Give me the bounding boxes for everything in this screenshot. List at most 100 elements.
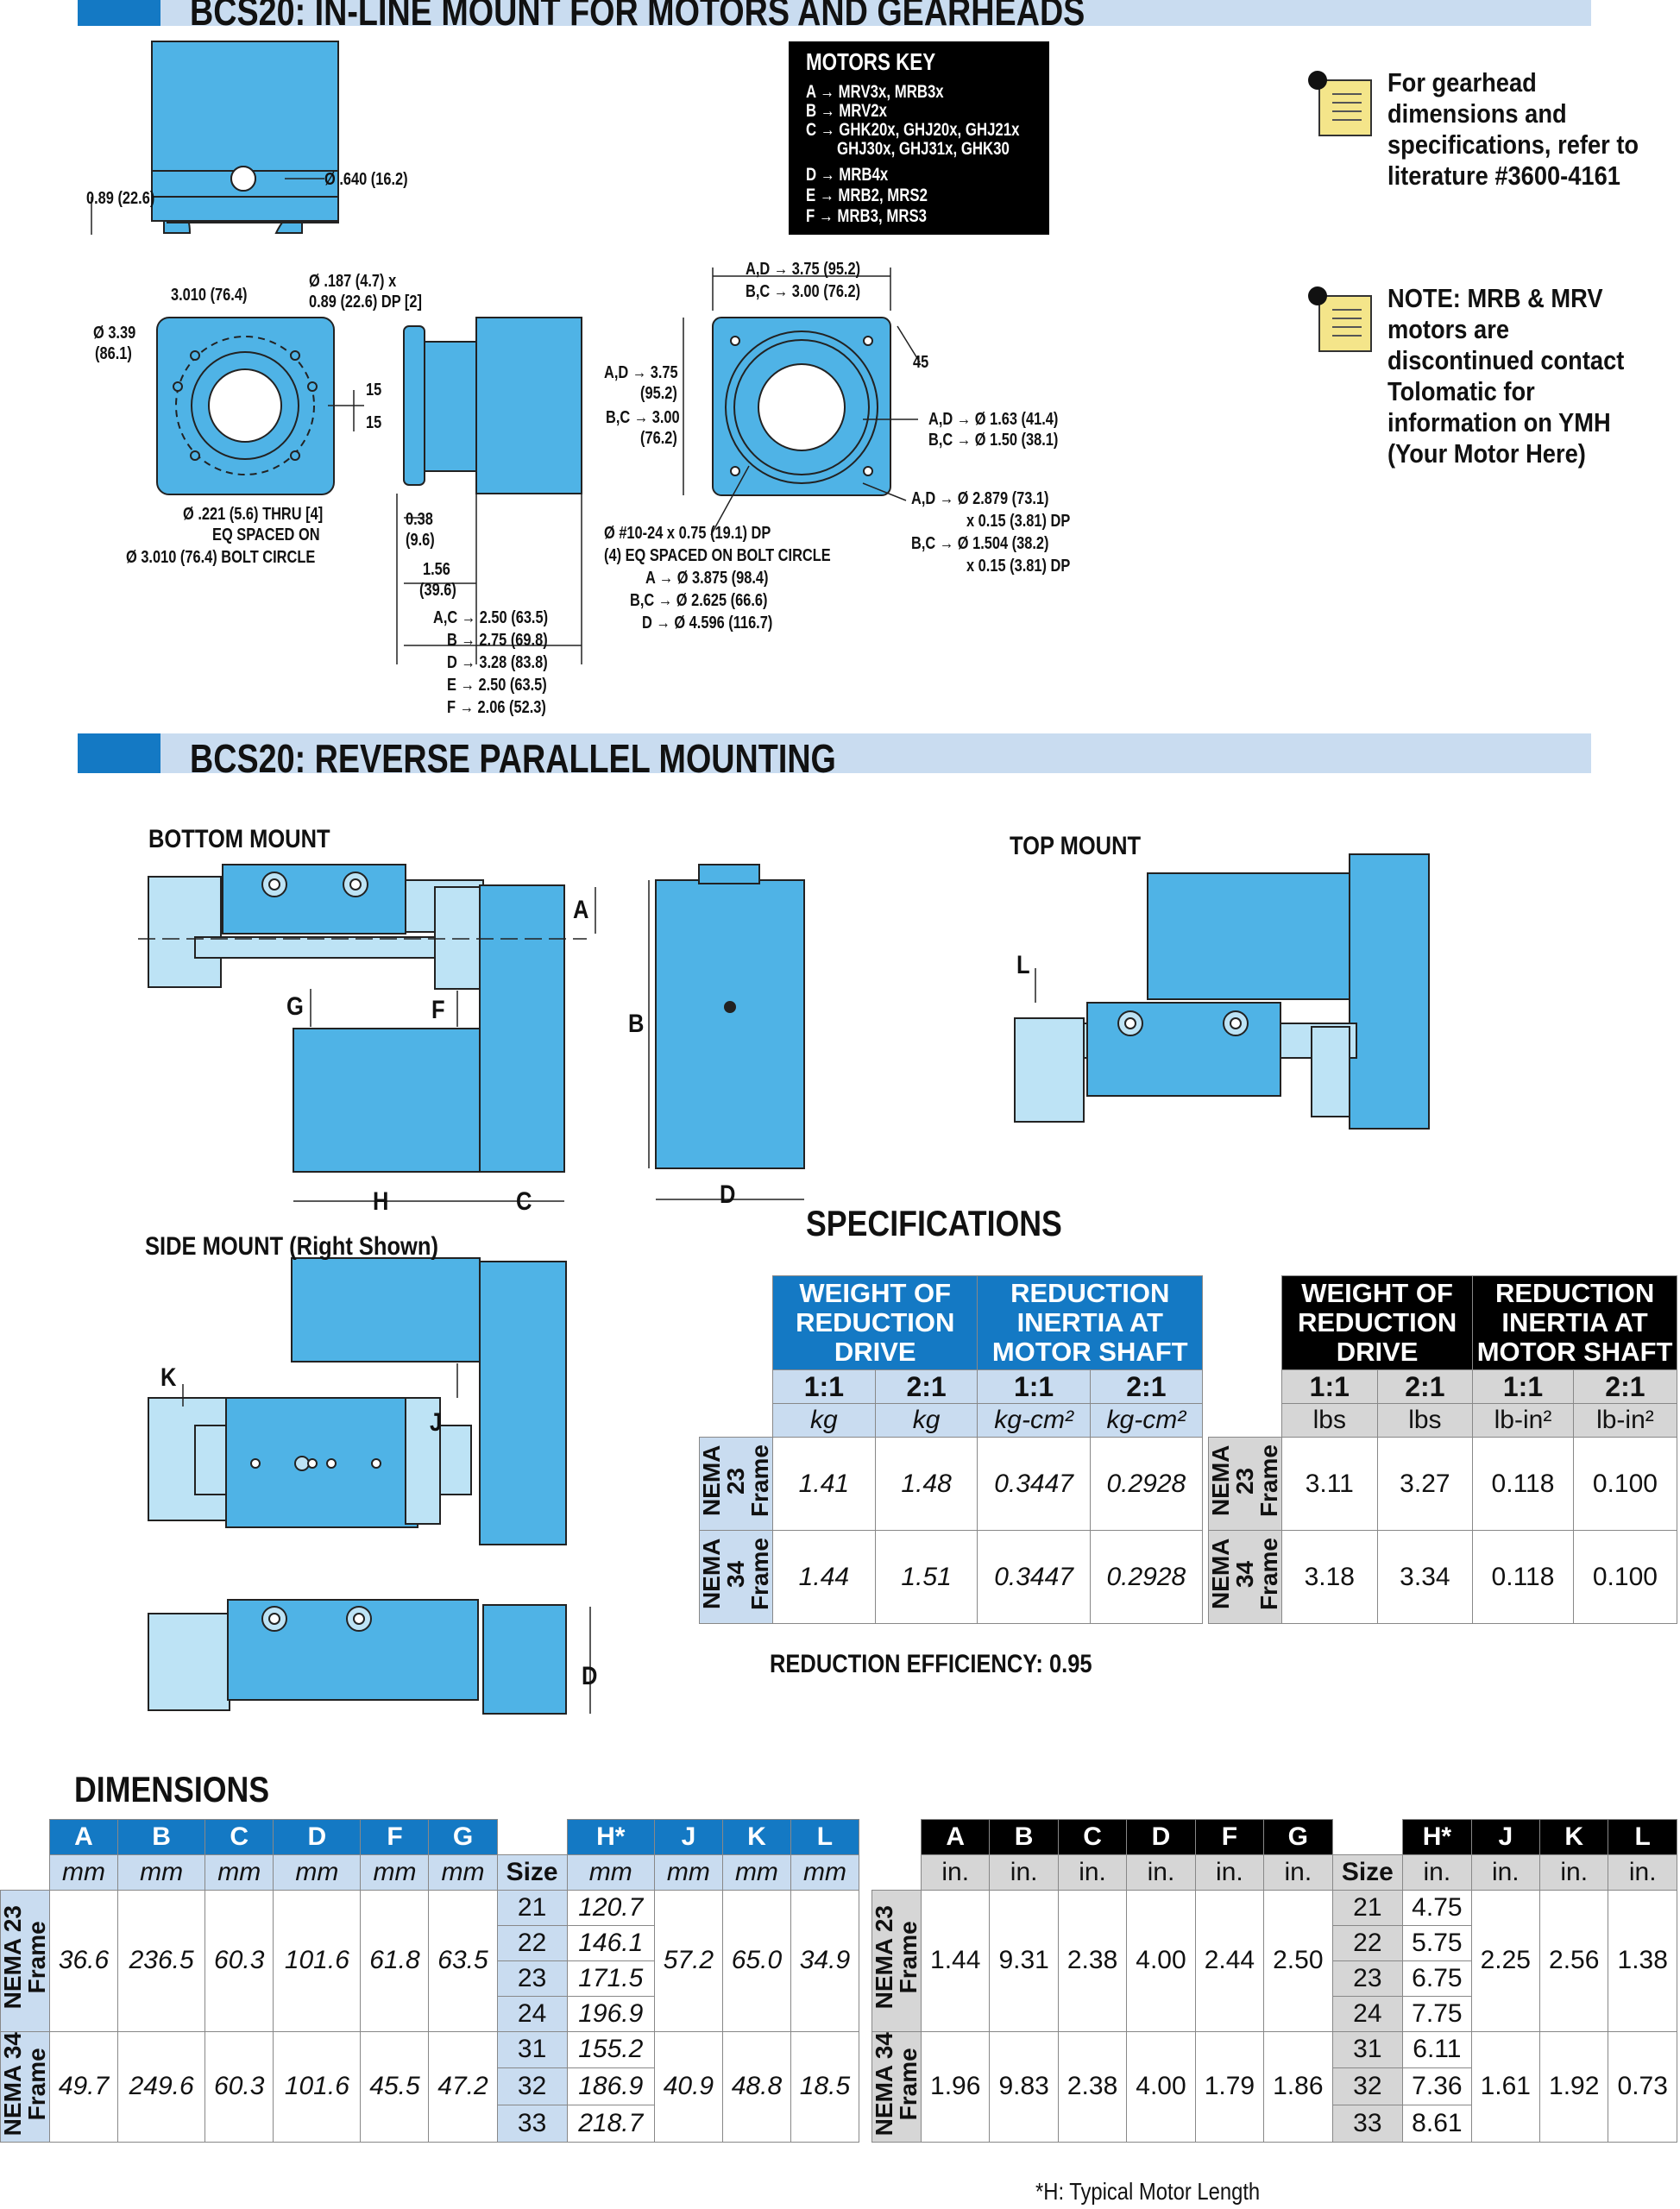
spec-value: 1.44 xyxy=(772,1530,876,1624)
length-label: A,C → 2.50 (63.5) xyxy=(433,608,549,627)
h-value: 186.9 xyxy=(566,2067,655,2106)
motors-key-line: F → MRB3, MRS3 xyxy=(806,206,928,226)
dim-value: 249.6 xyxy=(117,2030,206,2143)
dim-value: 1.38 xyxy=(1608,1889,1677,2032)
col-header: D xyxy=(273,1819,362,1855)
gearhead-note: For gearhead dimensions and specificatio… xyxy=(1387,67,1639,192)
frame-label: NEMA 23 Frame xyxy=(698,1437,773,1531)
table-row: 24 7.75 xyxy=(872,1995,1677,2032)
dim-value: 2.44 xyxy=(1194,1889,1265,2032)
unit-cell: mm xyxy=(117,1853,206,1891)
motors-key-line: B → MRV2x xyxy=(806,101,887,121)
dim-letter-g: G xyxy=(286,992,304,1021)
table-row: 22 146.1 xyxy=(1,1924,859,1961)
dim-label: A,D → Ø 2.879 (73.1) xyxy=(911,489,1049,508)
spec-unit: lbs xyxy=(1376,1403,1474,1438)
dim-value: 45.5 xyxy=(360,2030,430,2143)
discontinued-note: NOTE: MRB & MRV motors are discontinued … xyxy=(1387,283,1624,469)
col-header: B xyxy=(989,1819,1059,1855)
spec-value: 0.3447 xyxy=(977,1437,1091,1531)
dim-label: x 0.15 (3.81) DP xyxy=(966,512,1071,531)
dim-label: x 0.15 (3.81) DP xyxy=(966,557,1071,576)
dim-label: B,C → 3.00 (76.2) xyxy=(746,282,861,301)
dim-value: 4.00 xyxy=(1126,2030,1196,2143)
table-row: NEMA 34 Frame 3.18 3.34 0.118 0.100 xyxy=(1207,1530,1678,1624)
table-row: NEMA 23 Frame 1.44 9.31 2.38 4.00 2.44 2… xyxy=(871,1889,1677,2032)
dim-label: 0.89 (22.6) DP [2] xyxy=(309,293,422,312)
frame-label: NEMA 23 Frame xyxy=(1207,1437,1282,1531)
col-header: A xyxy=(920,1819,991,1855)
col-header: D xyxy=(1126,1819,1196,1855)
spec-value: 0.3447 xyxy=(977,1530,1091,1624)
dim-label: 3.010 (76.4) xyxy=(171,286,248,305)
inline-mount-drawing xyxy=(91,41,921,664)
dim-value: 1.61 xyxy=(1470,2030,1541,2143)
col-header: L xyxy=(1608,1819,1677,1855)
dim-label: (95.2) xyxy=(640,384,677,403)
spec-header-weight: WEIGHT OF REDUCTION DRIVE xyxy=(771,1275,978,1370)
size-header: Size xyxy=(496,1853,568,1891)
frame-label: NEMA 23 Frame xyxy=(871,1889,922,2032)
dim-value: 2.56 xyxy=(1538,1889,1609,2032)
note-line: literature #3600-4161 xyxy=(1387,160,1620,191)
size-cell: 32 xyxy=(1331,2067,1404,2106)
spec-value: 0.2928 xyxy=(1089,1437,1204,1531)
col-header: K xyxy=(721,1819,791,1855)
unit-cell: mm xyxy=(653,1853,723,1891)
size-header: Size xyxy=(1331,1853,1404,1891)
table-row: 33 8.61 xyxy=(872,2105,1677,2143)
spec-header-inertia: REDUCTION INERTIA AT MOTOR SHAFT xyxy=(977,1275,1203,1370)
dim-label: Ø 3.010 (76.4) BOLT CIRCLE xyxy=(126,548,316,567)
dim-value: 2.25 xyxy=(1470,1889,1541,2032)
spec-value: 0.118 xyxy=(1472,1530,1574,1624)
dim-label: 0.89 (22.6) xyxy=(86,189,155,208)
table-row: NEMA 23 Frame 36.6 236.5 60.3 101.6 61.8… xyxy=(0,1889,860,2032)
size-cell: 23 xyxy=(496,1960,568,1997)
table-row: 33 218.7 xyxy=(1,2105,859,2143)
spec-value: 1.48 xyxy=(874,1437,978,1531)
spec-unit: kg xyxy=(772,1403,876,1438)
dim-value: 61.8 xyxy=(360,1889,430,2032)
unit-cell: mm xyxy=(48,1853,119,1891)
dim-value: 4.00 xyxy=(1126,1889,1196,2032)
frame-label: NEMA 23 Frame xyxy=(0,1889,50,2032)
spec-table-imperial: WEIGHT OF REDUCTION DRIVE REDUCTION INER… xyxy=(1207,1275,1678,1624)
unit-cell: mm xyxy=(428,1853,498,1891)
spec-ratio: 2:1 xyxy=(1572,1369,1678,1404)
spec-unit: lb-in² xyxy=(1572,1403,1678,1438)
size-cell: 31 xyxy=(496,2030,568,2069)
motors-key-line: E → MRB2, MRS2 xyxy=(806,186,928,205)
size-cell: 33 xyxy=(1331,2105,1404,2143)
dimensions-table-imperial: A B C D F G H* J K L in. in. in. in. in.… xyxy=(871,1819,1677,2143)
section-bar-accent xyxy=(78,733,160,773)
unit-cell: mm xyxy=(273,1853,362,1891)
table-row: 32 186.9 xyxy=(1,2067,859,2106)
size-cell: 23 xyxy=(1331,1960,1404,1997)
note-line: motors are xyxy=(1387,314,1510,344)
dimensions-table-metric: A B C D F G H* J K L mm mm mm mm mm mm S… xyxy=(0,1819,860,2143)
footnote: *H: Typical Motor Length xyxy=(1035,2178,1261,2205)
dim-value: 63.5 xyxy=(428,1889,498,2032)
spec-unit: lb-in² xyxy=(1472,1403,1574,1438)
dim-label: Ø .221 (5.6) THRU [4] xyxy=(183,505,324,524)
spec-value: 0.2928 xyxy=(1089,1530,1204,1624)
dimensions-title: DIMENSIONS xyxy=(74,1769,270,1809)
dim-value: 34.9 xyxy=(790,1889,860,2032)
reverse-parallel-drawing xyxy=(138,853,1430,1715)
bolt-label: (4) EQ SPACED ON BOLT CIRCLE xyxy=(604,546,831,565)
note-line: dimensions and xyxy=(1387,98,1567,129)
length-label: B → 2.75 (69.8) xyxy=(447,631,548,650)
dim-letter-j: J xyxy=(430,1408,443,1437)
dim-value: 101.6 xyxy=(273,1889,362,2032)
dim-label: (76.2) xyxy=(640,429,677,448)
spec-ratio: 2:1 xyxy=(1376,1369,1474,1404)
dim-label: A,D → Ø 1.63 (41.4) xyxy=(928,410,1059,429)
note-line: NOTE: MRB & MRV xyxy=(1387,283,1603,313)
length-label: E → 2.50 (63.5) xyxy=(447,676,547,695)
spec-ratio: 1:1 xyxy=(977,1369,1091,1404)
h-value: 155.2 xyxy=(566,2030,655,2069)
dim-value: 18.5 xyxy=(790,2030,860,2143)
dim-label: 15 xyxy=(366,413,382,432)
dim-value: 65.0 xyxy=(721,1889,791,2032)
frame-label: NEMA 34 Frame xyxy=(871,2030,922,2143)
